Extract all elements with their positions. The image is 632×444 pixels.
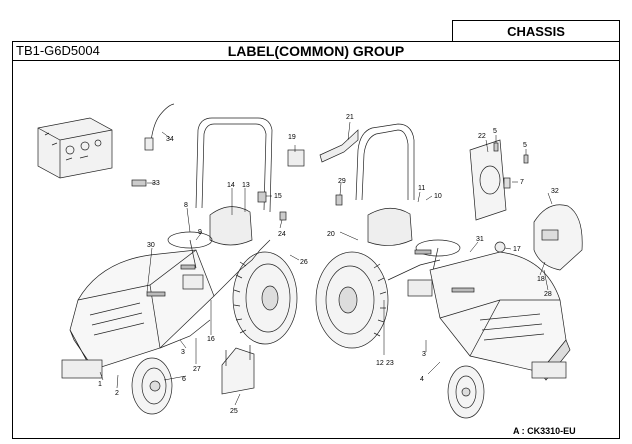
callout-1: 1 — [98, 381, 102, 388]
callout-19: 19 — [288, 134, 296, 141]
callout-10: 10 — [434, 193, 442, 200]
callout-32: 32 — [551, 188, 559, 195]
callout-27: 27 — [193, 366, 201, 373]
callout-9: 9 — [198, 229, 202, 236]
callout-15: 15 — [274, 193, 282, 200]
callout-14: 14 — [227, 182, 235, 189]
callout-6: 6 — [182, 376, 186, 383]
callout-20: 20 — [327, 231, 335, 238]
callout-34: 34 — [166, 136, 174, 143]
callout-33: 33 — [152, 180, 160, 187]
callout-25: 25 — [230, 408, 238, 415]
callout-2: 2 — [115, 390, 119, 397]
callout-13: 13 — [242, 182, 250, 189]
callout-8: 8 — [184, 202, 188, 209]
engine-block-illustration — [37, 117, 113, 179]
callout-11: 11 — [418, 185, 425, 192]
callout-31: 31 — [476, 236, 484, 243]
callout-12-23: 12 — [376, 360, 384, 367]
callout-28: 28 — [544, 291, 552, 298]
callout-5-top: 5 — [493, 128, 497, 135]
callout-3-right: 3 — [422, 351, 426, 358]
hose-part — [149, 103, 175, 151]
callout-26: 26 — [300, 259, 308, 266]
callout-21: 21 — [346, 114, 354, 121]
callout-23: 23 — [386, 360, 394, 367]
callout-4: 4 — [420, 376, 424, 383]
callout-16: 16 — [207, 336, 215, 343]
section-label: CHASSIS — [452, 20, 620, 41]
header-row: TB1-G6D5004 LABEL(COMMON) GROUP — [12, 41, 620, 61]
callout-24: 24 — [278, 231, 286, 238]
callout-5-right: 5 — [523, 142, 527, 149]
callout-3-left: 3 — [181, 349, 185, 356]
right-tractor-illustration — [315, 123, 571, 419]
group-title: LABEL(COMMON) GROUP — [227, 43, 405, 59]
callout-17: 17 — [513, 246, 521, 253]
left-tractor-illustration — [61, 117, 298, 415]
callout-18: 18 — [537, 276, 545, 283]
callout-7: 7 — [520, 179, 524, 186]
callout-30: 30 — [147, 242, 155, 249]
part-code: TB1-G6D5004 — [16, 43, 100, 58]
diagram-frame — [12, 61, 620, 439]
model-footnote: A : CK3310-EU — [513, 426, 576, 436]
callout-29: 29 — [338, 178, 346, 185]
callout-22: 22 — [478, 133, 486, 140]
